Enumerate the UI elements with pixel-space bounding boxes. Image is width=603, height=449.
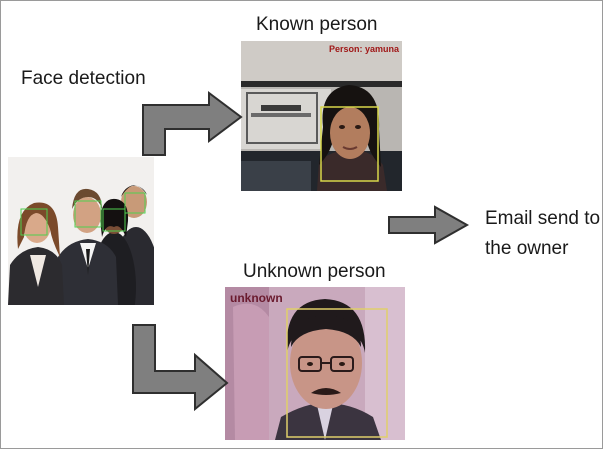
unknown-person-photo: unknown [225,287,405,440]
email-label-line2: the owner [485,238,569,259]
arrow-right-icon [388,205,470,245]
email-label-line1: Email send to [485,208,601,229]
group-photo [8,157,154,305]
known-person-photo: Person: yamuna [241,41,402,191]
known-overlay-text: Person: yamuna [329,44,400,54]
bent-arrow-up-right-icon [142,91,243,156]
unknown-overlay-text: unknown [230,291,283,305]
bent-arrow-down-right-icon [132,324,229,412]
unknown-person-label: Unknown person [243,261,386,282]
face-detection-label: Face detection [21,68,146,89]
known-person-label: Known person [256,14,378,35]
